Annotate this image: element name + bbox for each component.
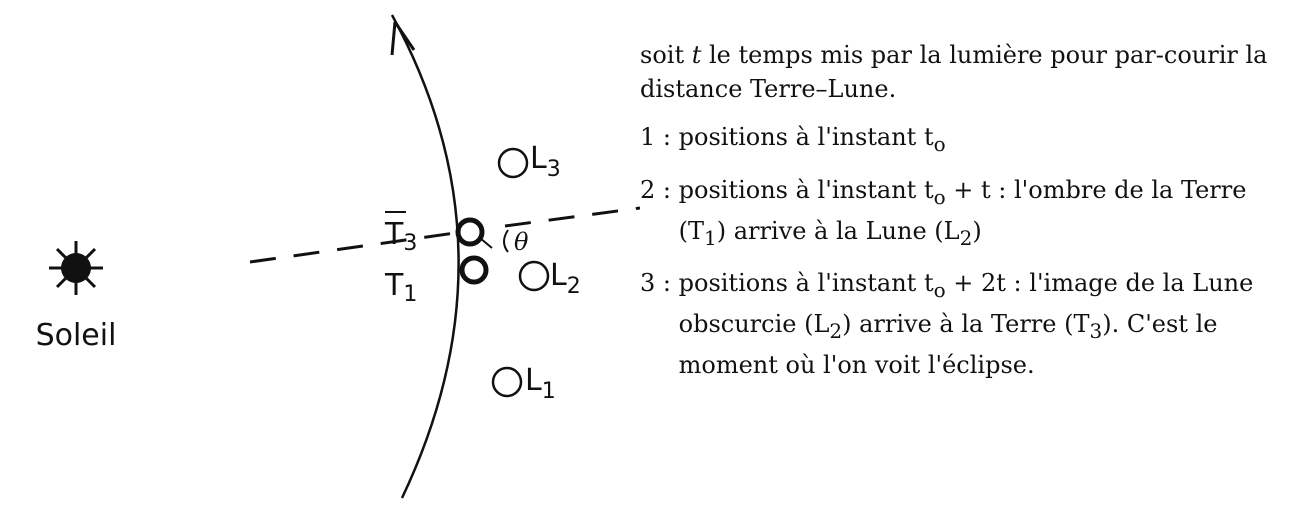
list-item-1: 1 : positions à l'instant to (640, 123, 946, 156)
svg-text:L3: L3 (530, 141, 561, 182)
label-T1: T (384, 268, 404, 303)
label-L1-sub: 1 (542, 379, 556, 404)
orbit-arrow-icon (390, 21, 416, 56)
sun-direction-line (249, 230, 463, 264)
label-L2: L (550, 258, 567, 293)
angle-label: θ (514, 228, 529, 256)
list-item-2: 2 : positions à l'instant to + t : l'omb… (640, 175, 1247, 250)
moon-L3 (497, 147, 529, 179)
svg-text:L2: L2 (550, 258, 581, 299)
angle-ray (479, 237, 493, 249)
sun-label: Soleil (36, 318, 117, 353)
angle-arc (503, 229, 509, 253)
dashed-line-right (504, 206, 640, 228)
label-L1: L (525, 363, 542, 398)
orbit-arc (390, 14, 460, 499)
svg-text:L1: L1 (525, 363, 556, 404)
label-T3-sub: 3 (403, 231, 417, 256)
label-T3: T (384, 217, 404, 252)
intro-paragraph: soit t le temps mis par la lumière pour … (640, 41, 1268, 103)
earth-T1 (459, 255, 489, 285)
earth-T3 (455, 217, 485, 247)
label-T1-sub: 1 (403, 282, 417, 307)
eclipse-diagram: Soleil T3 T1 L3 L2 L1 θ (36, 14, 640, 499)
svg-text:T1: T1 (384, 268, 417, 307)
svg-text:T3: T3 (384, 217, 417, 256)
label-L3: L (530, 141, 547, 176)
label-L3-sub: 3 (547, 157, 561, 182)
explanation-text: soit t le temps mis par la lumière pour … (640, 38, 1290, 394)
label-L2-sub: 2 (567, 274, 581, 299)
sun-icon (49, 241, 103, 295)
moon-L2 (518, 260, 550, 292)
moon-L1 (491, 366, 523, 398)
list-item-3: 3 : positions à l'instant to + 2t : l'im… (640, 269, 1254, 379)
